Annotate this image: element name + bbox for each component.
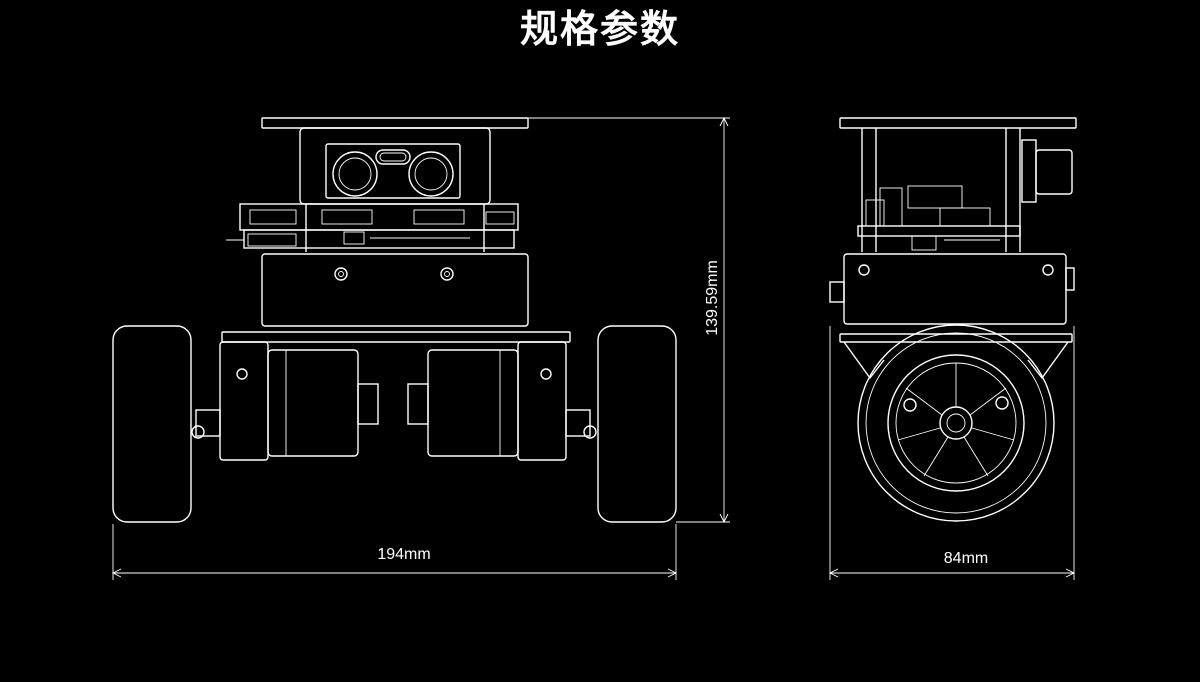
width-dimension: 194mm xyxy=(111,524,678,580)
depth-dimension: 84mm xyxy=(828,326,1076,580)
width-label: 194mm xyxy=(377,546,430,563)
wheel-spokes xyxy=(897,363,1015,477)
height-dimension: 139.59mm xyxy=(528,116,730,524)
left-motor xyxy=(191,341,379,461)
side-wheel xyxy=(857,324,1055,522)
battery-box xyxy=(261,253,529,327)
depth-label: 84mm xyxy=(944,550,988,567)
height-label: 139.59mm xyxy=(704,260,721,336)
right-wheel xyxy=(597,325,677,523)
ultrasonic-sensor xyxy=(299,127,491,205)
side-view: 84mm xyxy=(828,117,1077,580)
left-wheel xyxy=(112,325,192,523)
front-view: 194mm 139.59mm xyxy=(111,116,730,580)
control-board xyxy=(226,203,519,249)
page-title: 规格参数 xyxy=(519,7,680,51)
ultrasonic-sensor-side xyxy=(1021,139,1037,203)
right-motor xyxy=(407,341,597,461)
battery-box-side xyxy=(843,253,1067,325)
